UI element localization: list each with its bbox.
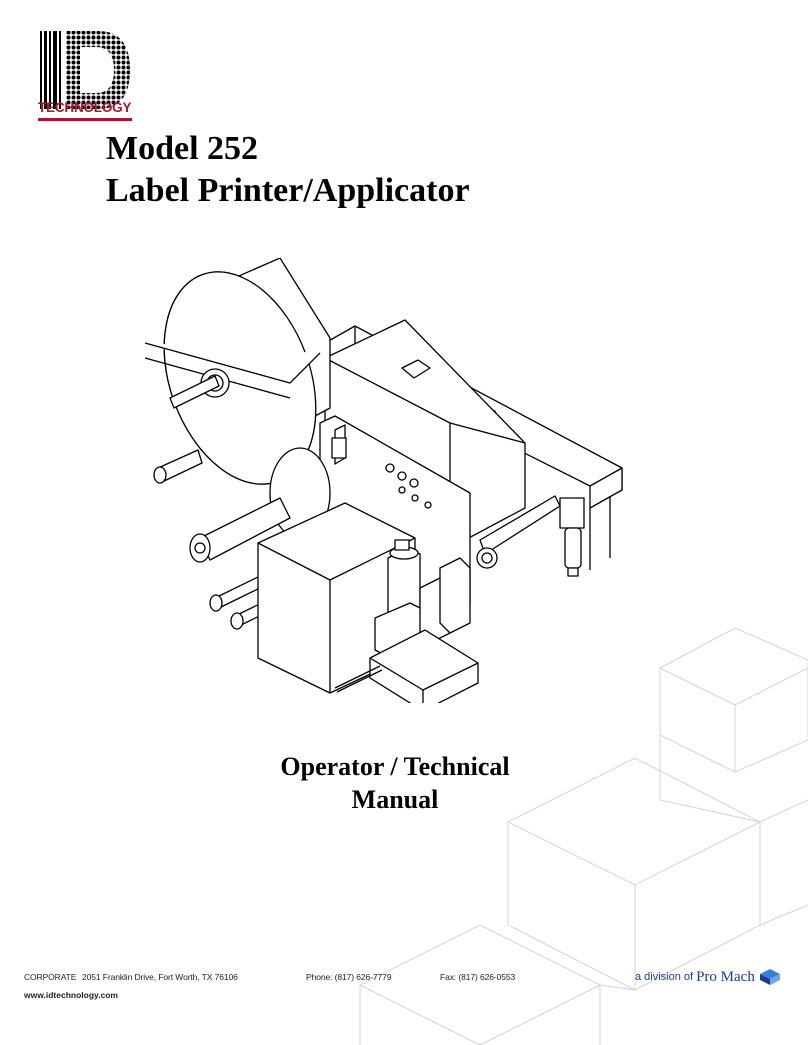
division-prefix: a division of [635,971,694,983]
title-model: Model 252 [106,130,259,167]
division-brand: Pro Mach [696,968,755,985]
footer-address: 2051 Franklin Drive, Fort Worth, TX 7610… [82,972,238,982]
subtitle-line2: Manual [351,785,439,814]
logo-wordmark: TECHNOLOGY [38,100,132,115]
title-product: Label Printer/Applicator [106,172,470,209]
pro-mach-cube-icon [759,969,780,985]
manual-subtitle: Operator / Technical Manual [200,750,590,816]
logo-underline [38,118,132,121]
label-printer-applicator-drawing [144,258,623,703]
subtitle-line1: Operator / Technical [280,752,510,781]
footer-fax: Fax: (817) 626-0553 [440,972,516,982]
document-title: Model 252 Label Printer/Applicator [106,128,470,212]
footer-phone: Phone: (817) 626-7779 [306,972,392,982]
pro-mach-division-mark: a division of Pro Mach [635,968,781,986]
footer-corporate-label: CORPORATE [24,972,77,982]
id-technology-logo [40,31,130,109]
footer-website: www.idtechnology.com [24,990,118,1000]
